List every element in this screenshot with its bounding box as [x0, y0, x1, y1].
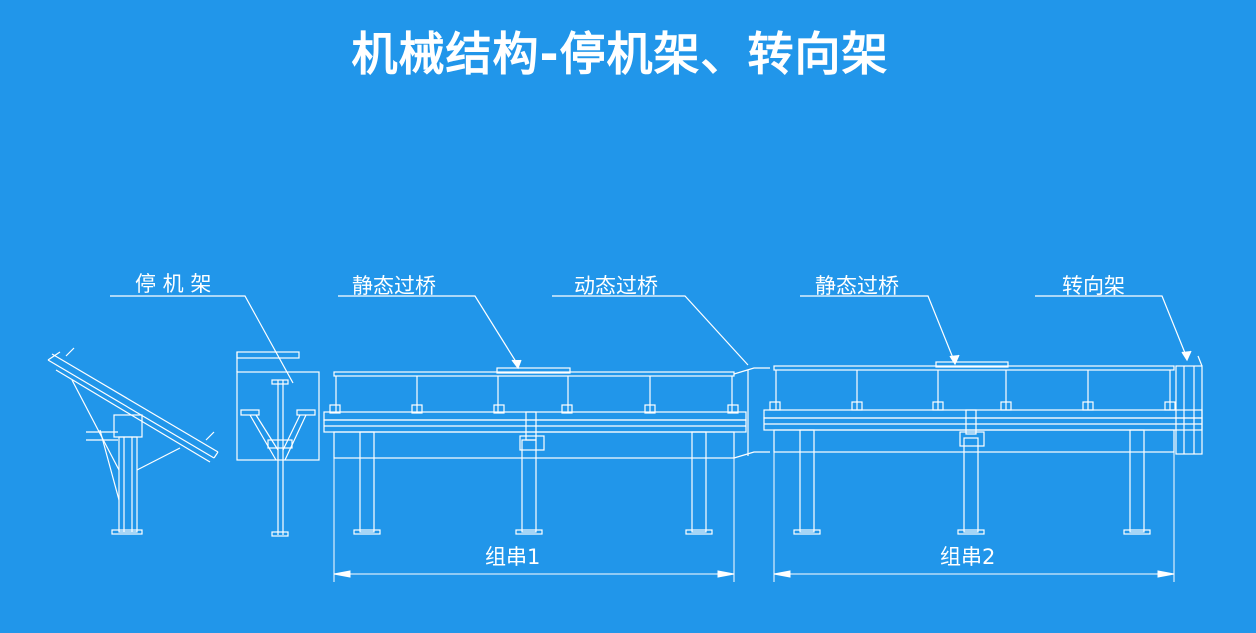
page-title: 机械结构-停机架、转向架: [351, 27, 889, 81]
label-group-1: 组串1: [485, 545, 541, 569]
label-static-bridge-1: 静态过桥: [352, 274, 436, 298]
parking-rack-side-view: [47, 347, 219, 535]
leader-static-bridge-1: [338, 295, 519, 366]
leader-lines: [110, 295, 1192, 384]
dynamic-bridge: [733, 367, 770, 459]
label-dynamic-bridge: 动态过桥: [574, 274, 658, 298]
leader-turning-rack: [1035, 295, 1188, 359]
leader-static-bridge-2: [800, 295, 956, 364]
label-parking-rack: 停 机 架: [135, 272, 212, 296]
group-2-assembly: [763, 361, 1203, 535]
label-static-bridge-2: 静态过桥: [815, 274, 899, 298]
label-turning-rack: 转向架: [1062, 274, 1125, 298]
label-group-2: 组串2: [940, 545, 996, 569]
parking-rack-front-view: [236, 351, 320, 537]
dimension-lines: [333, 432, 1175, 582]
group-1-assembly: [323, 367, 747, 535]
leader-dynamic-bridge: [552, 295, 749, 366]
leader-parking-rack: [110, 295, 294, 384]
turning-rack: [1175, 355, 1203, 455]
